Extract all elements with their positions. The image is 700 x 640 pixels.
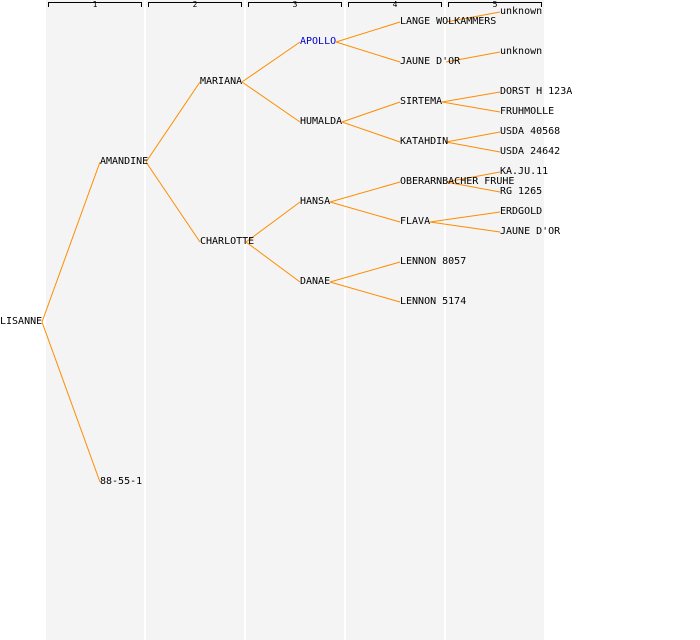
pedigree-link-line [145, 81, 201, 163]
pedigree-link-line [329, 261, 401, 283]
pedigree-link-line [341, 101, 401, 123]
ancestor-name: ERDGOLD [500, 206, 543, 217]
pedigree-link-line [429, 221, 501, 233]
generation-bracket [148, 2, 242, 7]
ancestor-name: FLAVA [400, 216, 431, 227]
ancestor-name: DANAE [300, 276, 331, 287]
generation-bracket [48, 2, 142, 7]
generation-number: 2 [192, 0, 198, 9]
pedigree-link-line [441, 101, 501, 113]
generation-column-1 [46, 0, 144, 640]
pedigree-link-line [429, 211, 501, 223]
ancestor-name: LISANNE [0, 316, 43, 327]
pedigree-link-line [145, 161, 201, 243]
ancestor-name: HANSA [300, 196, 331, 207]
pedigree-link-line [445, 131, 501, 143]
ancestor-name: SIRTEMA [400, 96, 443, 107]
ancestor-name: KA.JU.11 [500, 166, 549, 177]
pedigree-link-line [329, 181, 401, 203]
ancestor-name: MARIANA [200, 76, 243, 87]
pedigree-link-line [41, 161, 101, 323]
ancestor-name: HUMALDA [300, 116, 343, 127]
ancestor-name: CHARLOTTE [200, 236, 255, 247]
pedigree-link-line [245, 241, 301, 283]
ancestor-name: FRUHMOLLE [500, 106, 555, 117]
pedigree-link-line [245, 201, 301, 243]
generation-number: 3 [292, 0, 298, 9]
pedigree-link-line [341, 121, 401, 143]
ancestor-name: DORST H 123A [500, 86, 573, 97]
generation-header-2: 2 [148, 0, 242, 14]
ancestor-name: LENNON 5174 [400, 296, 467, 307]
generation-header-3: 3 [248, 0, 342, 14]
ancestor-name: JAUNE D'OR [500, 226, 561, 237]
generation-bracket [348, 2, 442, 7]
generation-header-4: 4 [348, 0, 442, 14]
generation-column-3 [246, 0, 344, 640]
pedigree-link-line [335, 41, 401, 63]
generation-bracket [248, 2, 342, 7]
pedigree-link-line [335, 21, 401, 43]
ancestor-name: USDA 40568 [500, 126, 561, 137]
pedigree-link-line [445, 11, 501, 23]
generation-header-1: 1 [48, 0, 142, 14]
pedigree-link-line [441, 91, 501, 103]
pedigree-link-line [329, 281, 401, 303]
ancestor-name: 88-55-1 [100, 476, 143, 487]
pedigree-link-line [41, 321, 101, 483]
pedigree-link-line [241, 41, 301, 83]
generation-bracket [448, 2, 542, 7]
ancestor-link[interactable]: APOLLO [300, 36, 337, 47]
pedigree-link-line [445, 141, 501, 153]
generation-column-2 [146, 0, 244, 640]
generation-number: 1 [92, 0, 98, 9]
pedigree-link-line [445, 181, 501, 193]
pedigree-link-line [241, 81, 301, 123]
pedigree-link-line [445, 51, 501, 63]
ancestor-name: KATAHDIN [400, 136, 449, 147]
generation-column-4 [346, 0, 444, 640]
ancestor-name: USDA 24642 [500, 146, 561, 157]
generation-number: 5 [492, 0, 498, 9]
pedigree-link-line [445, 171, 501, 183]
ancestor-name: JAUNE D'OR [400, 56, 461, 67]
generation-column-5 [446, 0, 544, 640]
ancestor-name: unknown [500, 6, 543, 17]
generation-number: 4 [392, 0, 398, 9]
ancestor-name: LENNON 8057 [400, 256, 467, 267]
ancestor-name: OBERARNBACHER FRUHE [400, 176, 515, 187]
ancestor-name: AMANDINE [100, 156, 149, 167]
ancestor-name: RG 1265 [500, 186, 543, 197]
pedigree-link-line [329, 201, 401, 223]
generation-header-5: 5 [448, 0, 542, 14]
ancestor-name: LANGE WOLKAMMERS [400, 16, 497, 27]
ancestor-name: unknown [500, 46, 543, 57]
